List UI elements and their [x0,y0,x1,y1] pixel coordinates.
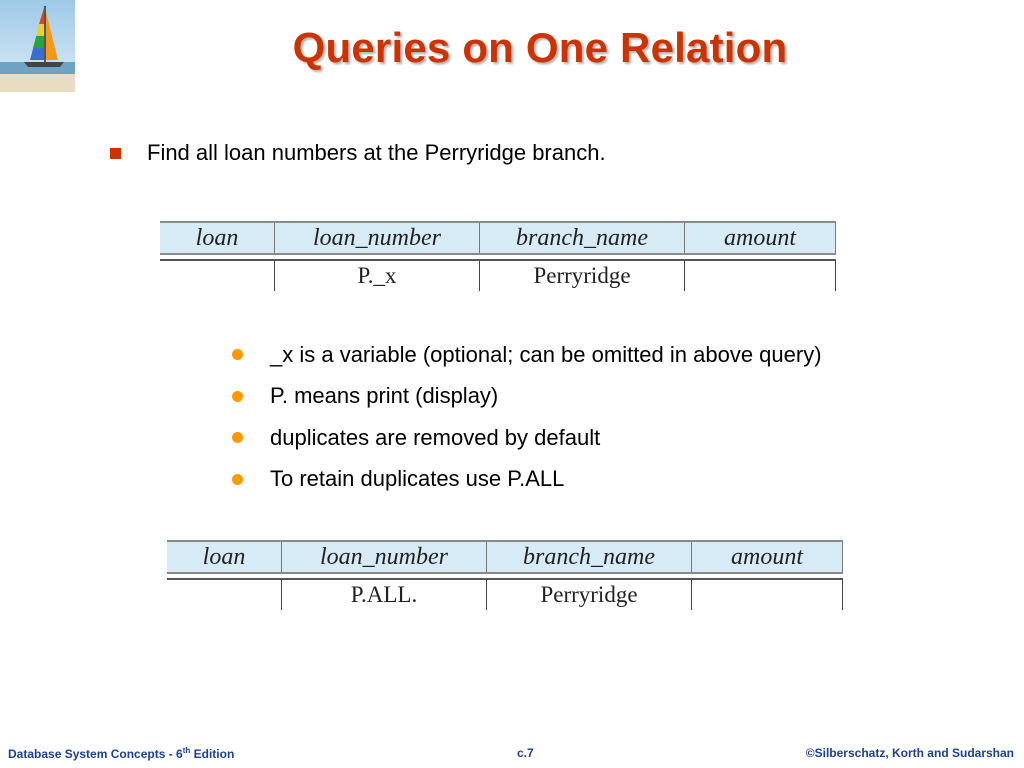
table-header-row: loan loan_number branch_name amount [167,540,843,574]
slide-title: Queries on One Relation [292,24,788,71]
header-amount: amount [684,221,836,255]
header-branch-name: branch_name [486,540,692,574]
sub-bullet-list: _x is a variable (optional; can be omitt… [232,334,822,500]
footer-slide-number: c.7 [517,746,534,760]
header-amount: amount [691,540,843,574]
square-bullet-icon [110,147,121,159]
circle-bullet-icon [232,349,243,361]
circle-bullet-icon [232,390,243,402]
table-row: P.ALL. Perryridge [167,579,843,610]
cell-branch-name: Perryridge [486,579,692,610]
list-item: P. means print (display) [232,376,822,418]
header-loan-number: loan_number [274,221,480,255]
qbe-table-print: loan loan_number branch_name amount P._x… [160,221,836,291]
header-loan: loan [160,221,275,255]
qbe-table-print-all: loan loan_number branch_name amount P.AL… [167,540,843,610]
sailboat-logo-icon [0,0,75,92]
footer-book-title: Database System Concepts - 6th Edition [8,746,235,761]
cell-branch-name: Perryridge [479,260,685,291]
header-loan: loan [167,540,282,574]
list-item: duplicates are removed by default [232,417,822,459]
header-branch-name: branch_name [479,221,685,255]
cell-amount [684,260,836,291]
list-item: _x is a variable (optional; can be omitt… [232,334,822,376]
main-bullet: Find all loan numbers at the Perryridge … [110,140,606,166]
cell-loan-number: P._x [274,260,480,291]
main-bullet-text: Find all loan numbers at the Perryridge … [147,140,606,165]
list-item: To retain duplicates use P.ALL [232,459,822,501]
slide-footer: Database System Concepts - 6th Edition c… [0,746,1024,762]
cell-loan [167,579,282,610]
table-header-row: loan loan_number branch_name amount [160,221,836,255]
cell-loan [160,260,275,291]
cell-loan-number: P.ALL. [281,579,487,610]
table-row: P._x Perryridge [160,260,836,291]
circle-bullet-icon [232,473,243,485]
circle-bullet-icon [232,432,243,444]
header-loan-number: loan_number [281,540,487,574]
cell-amount [691,579,843,610]
footer-copyright: ©Silberschatz, Korth and Sudarshan [805,746,1014,760]
